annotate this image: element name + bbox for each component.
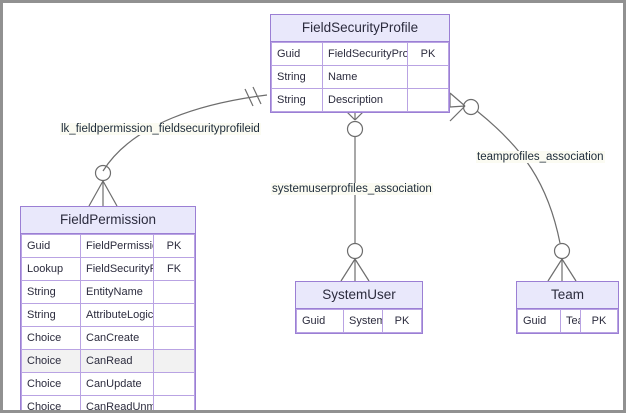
attribute-key (153, 349, 195, 373)
attribute-key (153, 326, 195, 350)
attribute-row[interactable]: String Name (271, 65, 449, 89)
attribute-key (153, 372, 195, 396)
entity-title-fieldsecurityprofile: FieldSecurityProfile (271, 15, 449, 42)
attribute-type: Guid (296, 309, 344, 333)
attribute-key: PK (382, 309, 422, 333)
entity-fieldsecurityprofile[interactable]: FieldSecurityProfile Guid FieldSecurityP… (270, 14, 450, 113)
relationship-label-lk-fieldpermission[interactable]: lk_fieldpermission_fieldsecurityprofilei… (60, 123, 261, 135)
attribute-row[interactable]: Guid FieldSecurityProfileId PK (271, 42, 449, 66)
attribute-type: String (271, 88, 323, 112)
attribute-row[interactable]: Lookup FieldSecurityProfileId FK (21, 257, 195, 281)
entity-title-systemuser: SystemUser (296, 282, 422, 309)
attribute-name: CanCreate (80, 326, 154, 350)
attribute-key: FK (153, 257, 195, 281)
attribute-table-systemuser: Guid SystemUserId PK (296, 309, 422, 333)
attribute-row[interactable]: String Description (271, 88, 449, 112)
attribute-key: PK (153, 234, 195, 258)
attribute-key: PK (580, 309, 618, 333)
attribute-type: Choice (21, 349, 81, 373)
attribute-type: Guid (21, 234, 81, 258)
entity-team[interactable]: Team Guid TeamID PK (516, 281, 619, 334)
attribute-key (407, 65, 449, 89)
attribute-type: String (21, 280, 81, 304)
attribute-name: TeamID (560, 309, 581, 333)
attribute-name: AttributeLogicalName (80, 303, 154, 327)
attribute-key: PK (407, 42, 449, 66)
attribute-key (153, 280, 195, 304)
attribute-type: Guid (517, 309, 561, 333)
attribute-key (153, 303, 195, 327)
entity-systemuser[interactable]: SystemUser Guid SystemUserId PK (295, 281, 423, 334)
attribute-type: Lookup (21, 257, 81, 281)
attribute-key (153, 395, 195, 410)
attribute-row[interactable]: Choice CanUpdate (21, 372, 195, 396)
attribute-name: FieldSecurityProfileId (322, 42, 408, 66)
attribute-row[interactable]: Choice CanCreate (21, 326, 195, 350)
attribute-row[interactable]: String EntityName (21, 280, 195, 304)
edge-lk-fieldpermission (88, 86, 268, 207)
attribute-name: CanRead (80, 349, 154, 373)
attribute-name: SystemUserId (343, 309, 383, 333)
attribute-name: Description (322, 88, 408, 112)
relationship-label-teamprofiles[interactable]: teamprofiles_association (476, 151, 605, 163)
attribute-row[interactable]: Guid FieldPermissionId PK (21, 234, 195, 258)
attribute-type: Guid (271, 42, 323, 66)
attribute-type: String (271, 65, 323, 89)
attribute-type: Choice (21, 372, 81, 396)
edge-teamprofiles (449, 92, 577, 282)
entity-fieldpermission[interactable]: FieldPermission Guid FieldPermissionId P… (20, 206, 196, 410)
attribute-name: FieldSecurityProfileId (80, 257, 154, 281)
attribute-type: String (21, 303, 81, 327)
attribute-name: EntityName (80, 280, 154, 304)
entity-title-team: Team (517, 282, 618, 309)
attribute-name: CanUpdate (80, 372, 154, 396)
attribute-table-fieldpermission: Guid FieldPermissionId PK Lookup FieldSe… (21, 234, 195, 410)
attribute-key (407, 88, 449, 112)
attribute-type: Choice (21, 395, 81, 410)
attribute-table-fieldsecurityprofile: Guid FieldSecurityProfileId PK String Na… (271, 42, 449, 112)
attribute-row[interactable]: String AttributeLogicalName (21, 303, 195, 327)
attribute-row[interactable]: Guid SystemUserId PK (296, 309, 422, 333)
attribute-name: Name (322, 65, 408, 89)
attribute-row[interactable]: Choice CanReadUnmasked (21, 395, 195, 410)
attribute-row[interactable]: Guid TeamID PK (517, 309, 618, 333)
relationship-label-systemuserprofiles[interactable]: systemuserprofiles_association (271, 183, 433, 195)
attribute-table-team: Guid TeamID PK (517, 309, 618, 333)
attribute-name: FieldPermissionId (80, 234, 154, 258)
entity-title-fieldpermission: FieldPermission (21, 207, 195, 234)
attribute-type: Choice (21, 326, 81, 350)
attribute-row-highlighted[interactable]: Choice CanRead (21, 349, 195, 373)
attribute-name: CanReadUnmasked (80, 395, 154, 410)
